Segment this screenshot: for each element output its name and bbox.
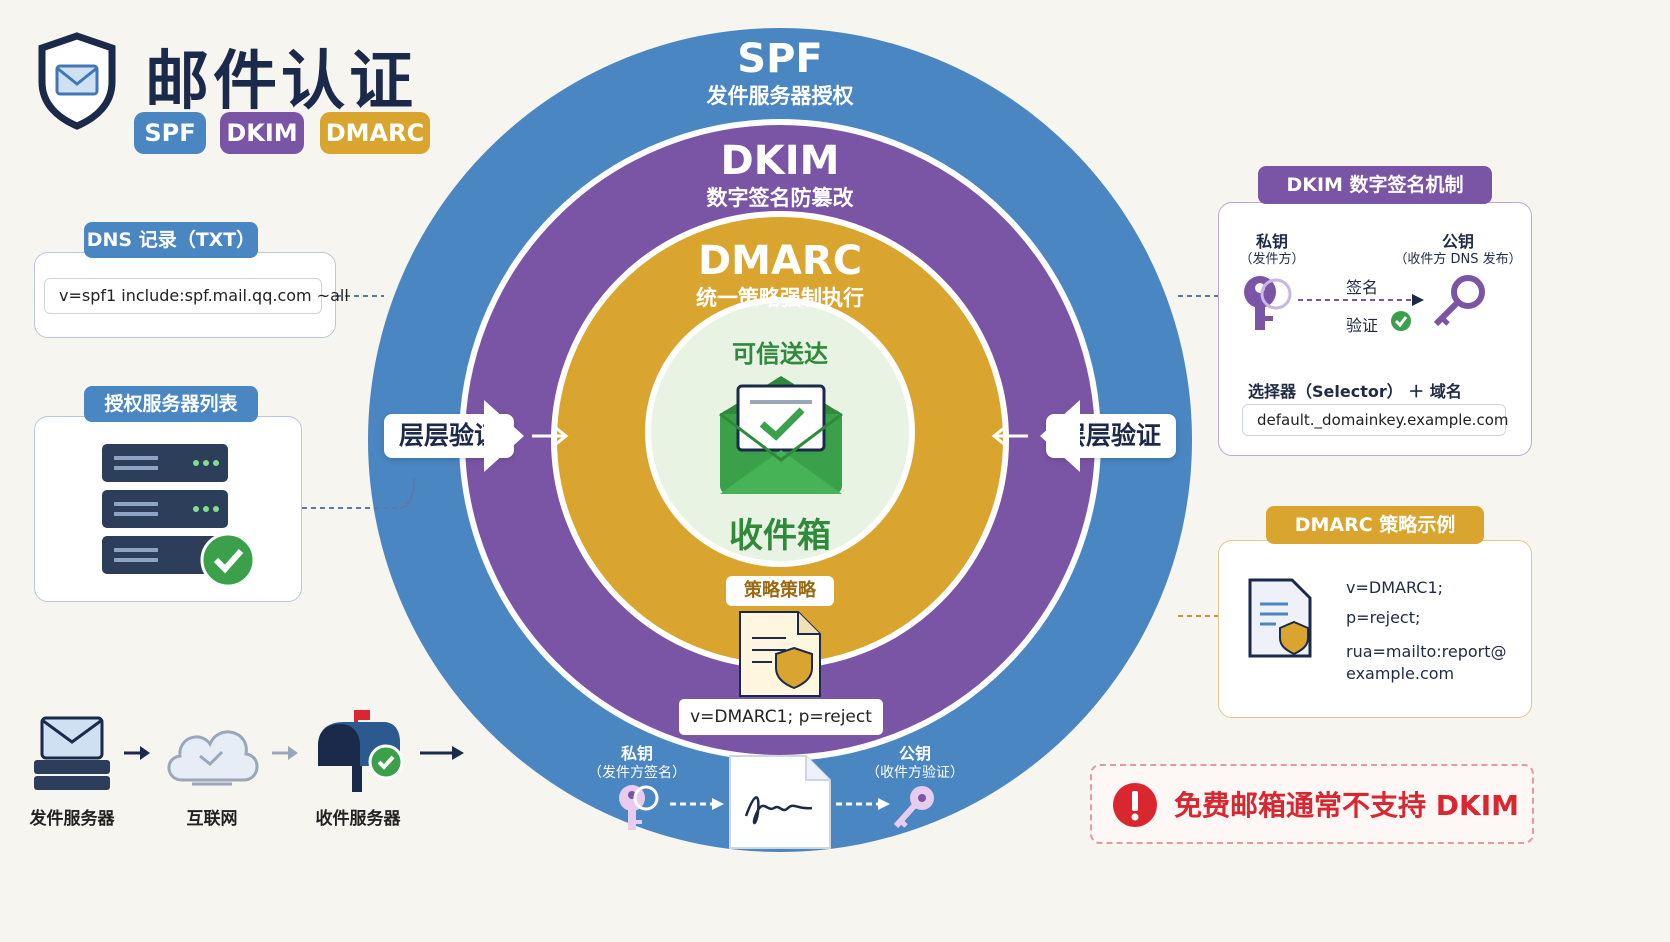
dkim-selector-label: 选择器（Selector） ＋ 域名: [1248, 382, 1462, 401]
signing-private-key-note: （发件方签名）: [588, 765, 686, 781]
dkim-private-key-note: （发件方）: [1239, 252, 1305, 267]
dkim-private-key-label: 私钥: [1255, 232, 1288, 251]
verify-check-icon: [1391, 311, 1411, 331]
dkim-ring-title: DKIM: [720, 138, 840, 184]
sending-server-icon: [34, 716, 110, 792]
core-bottom-label: 收件箱: [729, 516, 831, 556]
signing-arrow-icon: [836, 798, 890, 810]
flow-arrow-icon: [124, 746, 150, 760]
warning-icon: [1113, 783, 1157, 827]
header-shield-icon: [36, 32, 118, 130]
signing-public-key-icon: [890, 782, 940, 832]
flow-step-sender: 发件服务器: [29, 809, 115, 829]
dkim-ring-subtitle: 数字签名防篡改: [706, 186, 854, 210]
spf-record-field: v=spf1 include:spf.mail.qq.com ~all: [44, 278, 349, 314]
signing-private-key-icon: [614, 782, 664, 832]
tag-dmarc: DMARC: [320, 112, 430, 154]
core-top-label: 可信送达: [732, 340, 828, 368]
policy-record: v=DMARC1; p=reject: [678, 698, 884, 736]
dkim-sign-label: 签名: [1346, 278, 1379, 297]
dkim-public-key-note: （收件方 DNS 发布）: [1394, 252, 1522, 267]
dkim-public-key-label: 公钥: [1441, 232, 1474, 251]
public-key-icon: [1428, 274, 1488, 330]
dmarc-line-4: example.com: [1346, 664, 1455, 683]
dmarc-line-3: rua=mailto:report@: [1346, 642, 1507, 661]
dmarc-line-1: v=DMARC1;: [1346, 578, 1444, 597]
sign-arrow-icon: [1298, 294, 1424, 306]
dkim-selector-field: default._domainkey.example.com: [1242, 404, 1508, 436]
dmarc-policy-tab: DMARC 策略示例: [1266, 506, 1484, 544]
server-rack-icon: [100, 444, 256, 588]
inbox-envelope-icon: [716, 370, 846, 500]
dkim-verify-label: 验证: [1346, 316, 1379, 335]
policy-tag: 策略策略: [726, 576, 834, 606]
warning-banner: 免费邮箱通常不支持 DKIM: [1090, 764, 1534, 844]
dmarc-ring-subtitle: 统一策略强制执行: [696, 286, 864, 310]
policy-document-icon: [736, 608, 824, 700]
dkim-mechanism-tab: DKIM 数字签名机制: [1258, 166, 1492, 204]
dmarc-document-icon: [1246, 576, 1316, 660]
flow-arrow-icon: [272, 746, 298, 760]
signing-public-key-note: （收件方验证）: [866, 765, 964, 781]
tag-spf: SPF: [134, 112, 206, 154]
spf-ring-title: SPF: [737, 36, 823, 82]
signing-arrow-icon: [670, 798, 724, 810]
flow-arrow-icon: [420, 746, 464, 760]
server-list-tab: 授权服务器列表: [84, 386, 258, 422]
signing-public-key-label: 公钥: [898, 744, 931, 763]
internet-cloud-icon: [162, 716, 262, 792]
arrow-left-icon: [1040, 400, 1080, 472]
signature-document-icon: [728, 754, 832, 850]
dmarc-ring-title: DMARC: [697, 238, 863, 284]
spf-ring-subtitle: 发件服务器授权: [706, 84, 854, 108]
dns-record-tab: DNS 记录（TXT）: [84, 222, 258, 258]
private-key-icon: [1240, 272, 1296, 332]
page-title: 邮件认证: [145, 45, 417, 119]
layered-verify-left-label: 层层验证: [398, 421, 499, 450]
receiving-mailbox-icon: [314, 706, 406, 794]
tag-dkim: DKIM: [220, 112, 304, 154]
arrow-right-icon: [484, 400, 524, 472]
warning-text: 免费邮箱通常不支持 DKIM: [1174, 789, 1519, 822]
flow-step-internet: 互联网: [186, 809, 238, 829]
flow-step-receiver: 收件服务器: [315, 809, 401, 829]
dmarc-line-2: p=reject;: [1346, 608, 1421, 627]
signing-private-key-label: 私钥: [620, 744, 653, 763]
